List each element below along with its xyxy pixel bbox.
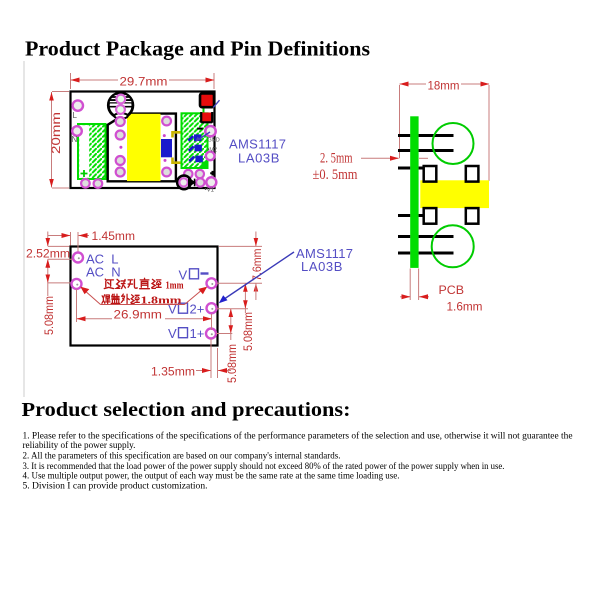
svg-text:AC L: AC L (86, 252, 119, 267)
svg-text:2.52mm: 2.52mm (26, 249, 70, 261)
svg-text:4. Use multiple output power,: 4. Use multiple output power, the output… (23, 470, 400, 480)
svg-text:29.7mm: 29.7mm (120, 77, 168, 89)
svg-text:5.08mm: 5.08mm (243, 312, 255, 351)
svg-text:1mm: 1mm (166, 280, 184, 292)
svg-text:•V1: •V1 (205, 188, 215, 194)
svg-text:V: V (179, 268, 188, 283)
svg-text:1.45mm: 1.45mm (92, 231, 136, 243)
svg-text:N: N (72, 135, 78, 144)
svg-text:2+: 2+ (190, 302, 205, 317)
svg-text:2. 5mm: 2. 5mm (320, 151, 353, 167)
svg-text:2. All the parameters of this: 2. All the parameters of this specificat… (23, 451, 341, 461)
svg-text:•V2: •V2 (208, 148, 218, 154)
svg-text:L: L (73, 111, 78, 120)
svg-text:AMS1117: AMS1117 (229, 137, 286, 152)
svg-text:Product Package and Pin Defini: Product Package and Pin Definitions (25, 37, 370, 61)
svg-text:1.35mm: 1.35mm (151, 367, 195, 379)
svg-text:AC N: AC N (86, 265, 121, 280)
svg-text:18mm: 18mm (428, 81, 460, 93)
svg-text:GND: GND (208, 138, 220, 144)
svg-text:V: V (168, 326, 177, 341)
svg-text:Product selection and precauti: Product selection and precautions: (22, 399, 351, 421)
svg-text:20mm: 20mm (51, 112, 63, 154)
svg-text:5. Division I can provide prod: 5. Division I can provide product custom… (23, 481, 208, 491)
svg-text:3. It is recommended that the: 3. It is recommended that the load power… (23, 461, 505, 471)
svg-text:reliability of the power suppl: reliability of the power supply. (23, 440, 136, 450)
svg-text:V: V (168, 302, 177, 317)
svg-text:5.08mm: 5.08mm (44, 296, 56, 335)
svg-text:LA03B: LA03B (238, 151, 280, 166)
svg-text:LA03B: LA03B (301, 259, 343, 274)
svg-text:1. Please refer to the specifi: 1. Please refer to the specifications of… (23, 431, 573, 441)
svg-text:±0. 5mm: ±0. 5mm (313, 167, 359, 183)
svg-text:26.9mm: 26.9mm (114, 310, 163, 322)
svg-text:1.6mm: 1.6mm (447, 302, 483, 314)
svg-text:5.08mm: 5.08mm (227, 344, 239, 383)
svg-text:7.6mm: 7.6mm (252, 249, 264, 282)
svg-text:1.8mm: 1.8mm (141, 295, 182, 307)
svg-text:AMS1117: AMS1117 (296, 246, 353, 261)
svg-text:PCB: PCB (439, 285, 465, 297)
svg-text:1+: 1+ (190, 326, 205, 341)
